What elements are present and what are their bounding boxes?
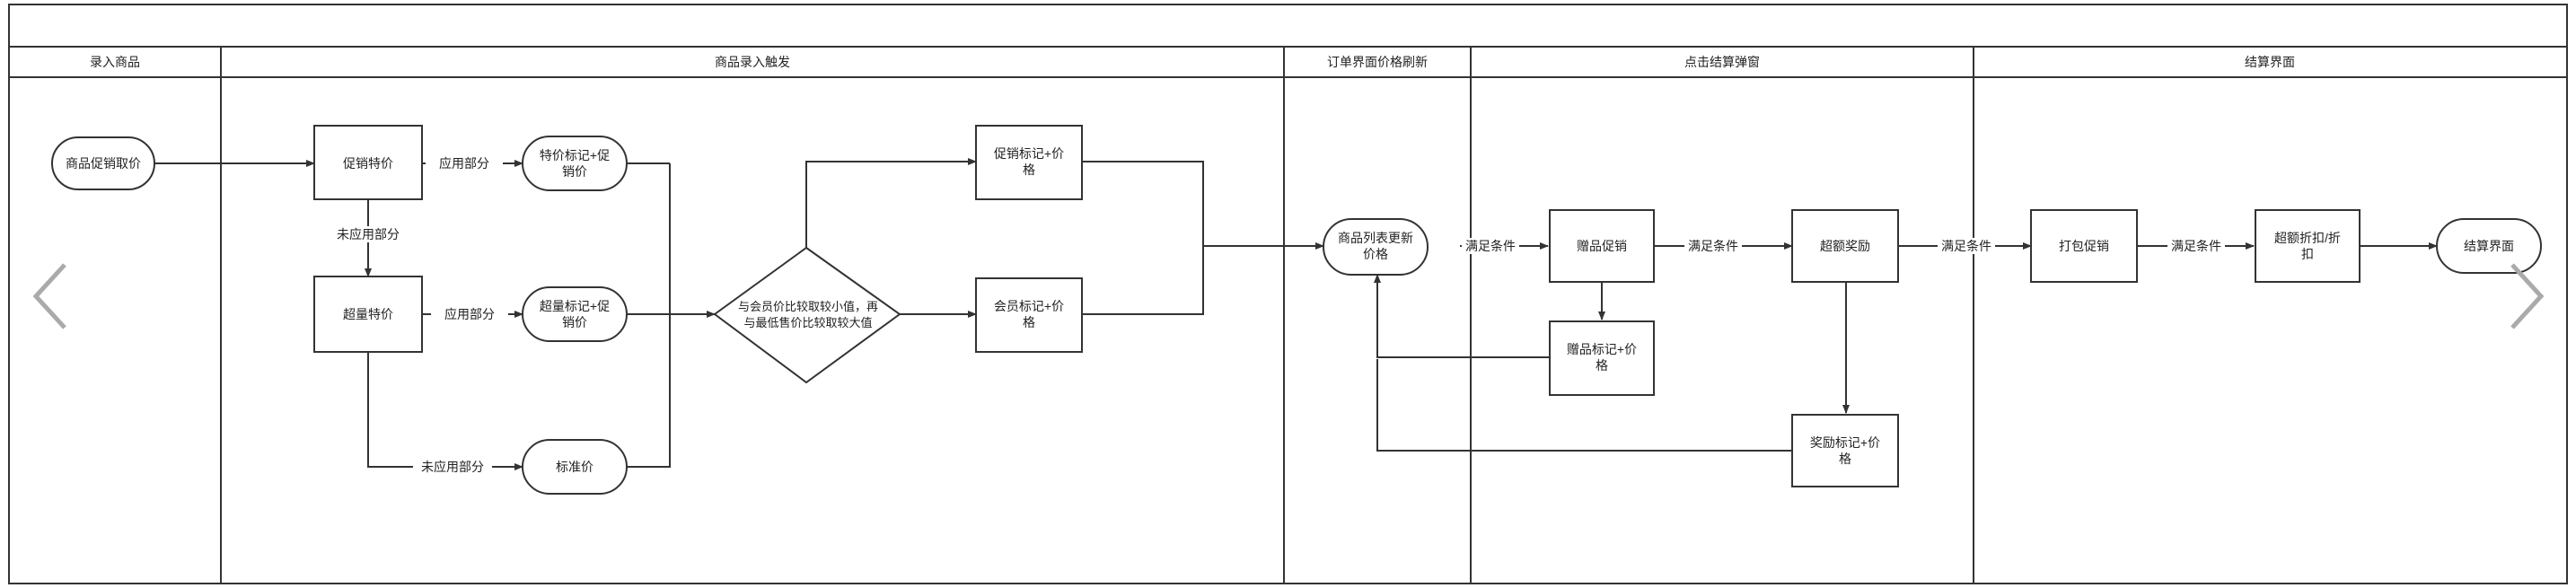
svg-text:奖励标记+价: 奖励标记+价 (1810, 435, 1880, 450)
svg-text:格: 格 (1023, 315, 1035, 329)
svg-text:商品列表更新: 商品列表更新 (1338, 231, 1413, 245)
lane-header-refresh: 订单界面价格刷新 (1327, 55, 1428, 69)
svg-text:促销标记+价: 促销标记+价 (994, 146, 1064, 161)
edge-label-condition-3: 满足条件 (1941, 239, 1991, 253)
lane-header-checkout: 结算界面 (2245, 55, 2295, 69)
svg-text:格: 格 (1023, 162, 1035, 177)
chevron-right-icon (2510, 263, 2545, 329)
carousel-next-button[interactable] (2496, 256, 2550, 337)
edge-specialmark-merge (627, 163, 671, 468)
svg-text:销价: 销价 (562, 164, 587, 179)
node-standard-price[interactable]: 标准价 (522, 439, 628, 495)
node-overflow-special[interactable]: 超量特价 (313, 276, 423, 353)
node-promo-special[interactable]: 促销特价 (313, 125, 423, 200)
node-decision[interactable]: 与会员价比较取较小值，再 与最低售价比较取较大值 (713, 246, 901, 384)
node-list-refresh[interactable]: 商品列表更新 价格 (1323, 218, 1429, 276)
node-special-mark[interactable]: 特价标记+促 销价 (522, 136, 628, 191)
svg-text:赠品标记+价: 赠品标记+价 (1567, 342, 1637, 356)
pool-frame (8, 4, 2568, 584)
node-over-reward[interactable]: 超额奖励 (1791, 209, 1899, 283)
node-over-discount[interactable]: 超额折扣/折 扣 (2255, 209, 2361, 283)
lane-headers: 录入商品 商品录入触发 订单界面价格刷新 点击结算弹窗 结算界面 (90, 55, 2295, 69)
nodes: 商品促销取价 促销特价 特价标记+促 销价 超量特价 超量标记+促 销价 标准价… (51, 125, 2542, 495)
node-promo-mark[interactable]: 促销标记+价 格 (975, 125, 1083, 200)
node-input-price[interactable]: 商品促销取价 (51, 136, 155, 190)
node-overflow-mark[interactable]: 超量标记+促 销价 (522, 286, 628, 342)
chevron-left-icon (32, 263, 66, 329)
svg-text:促销特价: 促销特价 (343, 156, 393, 171)
edge-label-condition-2: 满足条件 (1688, 239, 1738, 253)
svg-text:特价标记+促: 特价标记+促 (540, 148, 610, 162)
svg-text:超量特价: 超量特价 (343, 307, 393, 321)
svg-text:结算界面: 结算界面 (2464, 239, 2514, 253)
lane-header-trigger: 商品录入触发 (715, 55, 790, 69)
svg-text:销价: 销价 (562, 315, 587, 329)
node-gift-mark[interactable]: 赠品标记+价 格 (1549, 320, 1655, 396)
svg-text:会员标记+价: 会员标记+价 (994, 299, 1064, 313)
lane-header-popup: 点击结算弹窗 (1684, 55, 1760, 69)
svg-text:与最低售价比较取较大值: 与最低售价比较取较大值 (743, 316, 872, 329)
edge-overflow-to-standard (367, 352, 523, 470)
edge-giftmark-back-to-refresh (1374, 274, 1550, 358)
svg-text:商品促销取价: 商品促销取价 (66, 156, 141, 171)
svg-text:打包促销: 打包促销 (2059, 239, 2109, 253)
node-checkout[interactable]: 结算界面 (2436, 218, 2542, 274)
svg-text:格: 格 (1596, 358, 1608, 373)
node-reward-mark[interactable]: 奖励标记+价 格 (1791, 414, 1899, 487)
node-gift-promo[interactable]: 赠品促销 (1549, 209, 1655, 283)
lane-header-input: 录入商品 (90, 55, 140, 69)
edge-decision-to-promomark (805, 158, 977, 248)
edge-rewardmark-back-to-refresh (1376, 359, 1792, 452)
svg-text:超量标记+促: 超量标记+促 (540, 299, 610, 313)
svg-text:格: 格 (1839, 452, 1851, 466)
edge-label-apply-2: 应用部分 (444, 307, 495, 321)
svg-text:与会员价比较取较小值，再: 与会员价比较取较小值，再 (738, 300, 878, 313)
edge-labels: 应用部分 未应用部分 应用部分 未应用部分 满足条件 满足条件 满足条件 满足条… (329, 155, 2225, 475)
svg-text:标准价: 标准价 (556, 460, 593, 474)
svg-text:价格: 价格 (1363, 247, 1388, 261)
edge-label-apply-1: 应用部分 (439, 156, 489, 171)
edge-label-not-apply-2: 未应用部分 (421, 460, 484, 474)
edge-label-not-apply-1: 未应用部分 (337, 227, 400, 241)
svg-text:扣: 扣 (2301, 247, 2314, 261)
svg-text:赠品促销: 赠品促销 (1577, 239, 1627, 253)
node-member-mark[interactable]: 会员标记+价 格 (975, 277, 1083, 353)
node-bundle-promo[interactable]: 打包促销 (2030, 209, 2138, 283)
edge-label-condition-1: 满足条件 (1465, 239, 1516, 253)
carousel-prev-button[interactable] (27, 256, 81, 337)
svg-text:超额奖励: 超额奖励 (1820, 239, 1870, 253)
edge-label-condition-4: 满足条件 (2171, 239, 2221, 253)
edge-promomark-merge (1082, 161, 1204, 315)
svg-text:超额折扣/折: 超额折扣/折 (2274, 231, 2341, 245)
